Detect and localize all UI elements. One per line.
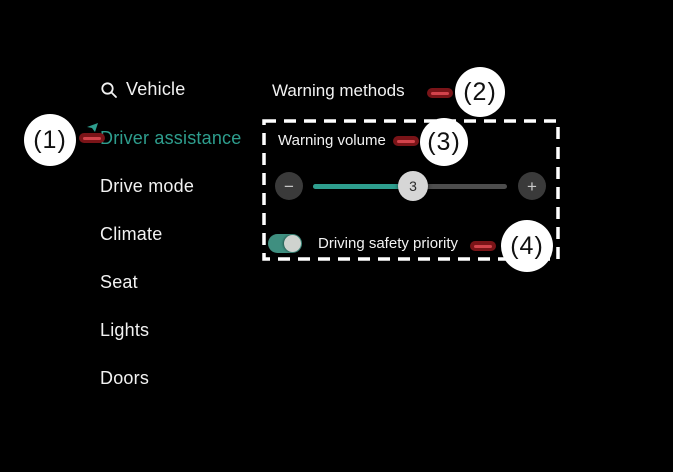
sidebar-item-label: Vehicle — [126, 79, 186, 99]
sidebar-item-label: Doors — [100, 368, 150, 388]
annotation-marker-core — [431, 91, 449, 95]
sidebar-item-label: Climate — [100, 224, 163, 244]
warning-methods-item[interactable]: Warning methods — [272, 81, 405, 100]
annotation-circle-2: (2) — [455, 67, 505, 117]
annotation-marker-2 — [427, 88, 453, 98]
annotation-circle-1: (1) — [24, 114, 76, 166]
sidebar-item-label: Lights — [100, 320, 150, 340]
sidebar-item-doors[interactable]: Doors — [100, 368, 149, 389]
annotation-circle-3: (3) — [420, 118, 468, 166]
annotation-marker-core — [83, 136, 101, 140]
sidebar-item-driver-assistance[interactable]: Driver assistance — [100, 128, 241, 149]
warning-volume-slider: − 3 + — [275, 170, 547, 202]
sidebar-item-drive-mode[interactable]: Drive mode — [100, 176, 194, 197]
annotation-marker-1 — [79, 133, 105, 143]
search-icon — [100, 81, 118, 99]
annotation-marker-core — [474, 244, 492, 248]
sidebar-item-seat[interactable]: Seat — [100, 272, 138, 293]
sidebar-item-label: Driver assistance — [100, 128, 242, 148]
sidebar-item-vehicle[interactable]: Vehicle — [100, 79, 185, 100]
toggle-knob — [284, 235, 301, 252]
cursor-icon — [87, 123, 98, 132]
sidebar-item-label: Drive mode — [100, 176, 195, 196]
warning-volume-label: Warning volume — [278, 132, 386, 149]
annotation-circle-4: (4) — [501, 220, 553, 272]
sidebar-item-climate[interactable]: Climate — [100, 224, 162, 245]
volume-decrease-button[interactable]: − — [275, 172, 303, 200]
sidebar-item-label: Seat — [100, 272, 138, 292]
driving-safety-toggle[interactable] — [268, 234, 302, 253]
volume-slider-thumb[interactable]: 3 — [398, 171, 428, 201]
annotation-marker-core — [397, 139, 415, 143]
volume-slider-fill — [313, 184, 413, 189]
sidebar-item-lights[interactable]: Lights — [100, 320, 149, 341]
volume-increase-button[interactable]: + — [518, 172, 546, 200]
annotation-marker-3 — [393, 136, 419, 146]
driving-safety-label: Driving safety priority — [318, 235, 459, 252]
annotation-marker-4 — [470, 241, 496, 251]
